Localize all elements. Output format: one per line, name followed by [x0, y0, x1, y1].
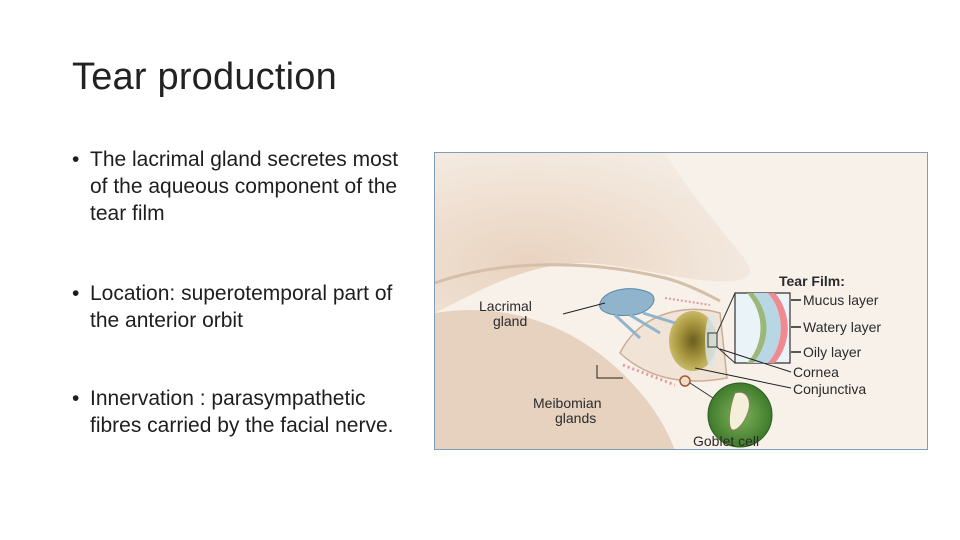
bullet-marker: • [72, 282, 80, 305]
bullet-marker: • [72, 387, 80, 410]
lacrimal-ducts [613, 311, 676, 340]
label-lacrimal: Lacrimal [479, 298, 532, 314]
label-mucus-layer: Mucus layer [803, 292, 879, 308]
brow-ridge [435, 263, 721, 303]
label-oily-layer: Oily layer [803, 344, 862, 360]
watery-band [753, 293, 781, 363]
mucus-band [768, 293, 788, 363]
lacrimal-gland [599, 288, 655, 316]
bullet-text: Location: superotemporal part of the ant… [90, 282, 393, 332]
bullet-marker: • [72, 148, 80, 171]
label-meibomian: Meibomian [533, 395, 601, 411]
lacrimal-leader [562, 302, 606, 315]
cornea-leader [719, 348, 792, 373]
label-glands: glands [555, 410, 596, 426]
cheek-skin [435, 310, 675, 449]
bullet-text: Innervation : parasympathetic fibres car… [90, 387, 394, 437]
label-cornea: Cornea [793, 364, 839, 380]
goblet-leader [689, 382, 714, 399]
label-conjunctiva: Conjunctiva [793, 381, 866, 397]
cornea-surface [705, 315, 717, 367]
label-watery-layer: Watery layer [803, 319, 881, 335]
oily-band [747, 293, 767, 363]
nose-skin [435, 153, 751, 313]
meibomian-gland-dots [622, 363, 676, 387]
label-goblet-cell: Goblet cell [693, 433, 759, 449]
tear-film-illustration: Lacrimal gland Tear Film: Mucus layer Wa… [434, 152, 928, 450]
upper-gland-dots [664, 297, 711, 306]
bullet-item: • Innervation : parasympathetic fibres c… [72, 385, 402, 439]
slide-title: Tear production [72, 56, 337, 98]
bullet-text: The lacrimal gland secretes most of the … [90, 148, 399, 225]
conjunctiva-leader [694, 367, 792, 389]
label-gland: gland [493, 313, 527, 329]
iris [669, 311, 717, 371]
zoom-box [707, 332, 718, 348]
eye-anatomy-diagram: Lacrimal gland Tear Film: Mucus layer Wa… [435, 153, 927, 449]
label-tear-film: Tear Film: [779, 273, 845, 289]
bullet-item: • The lacrimal gland secretes most of th… [72, 146, 402, 227]
goblet-origin-marker [679, 375, 691, 387]
goblet-cell-shape [728, 391, 750, 431]
meibomian-leader [596, 365, 623, 379]
zoom-line-bottom [716, 346, 736, 364]
zoom-line-top [716, 292, 736, 334]
bullet-item: • Location: superotemporal part of the a… [72, 280, 402, 334]
